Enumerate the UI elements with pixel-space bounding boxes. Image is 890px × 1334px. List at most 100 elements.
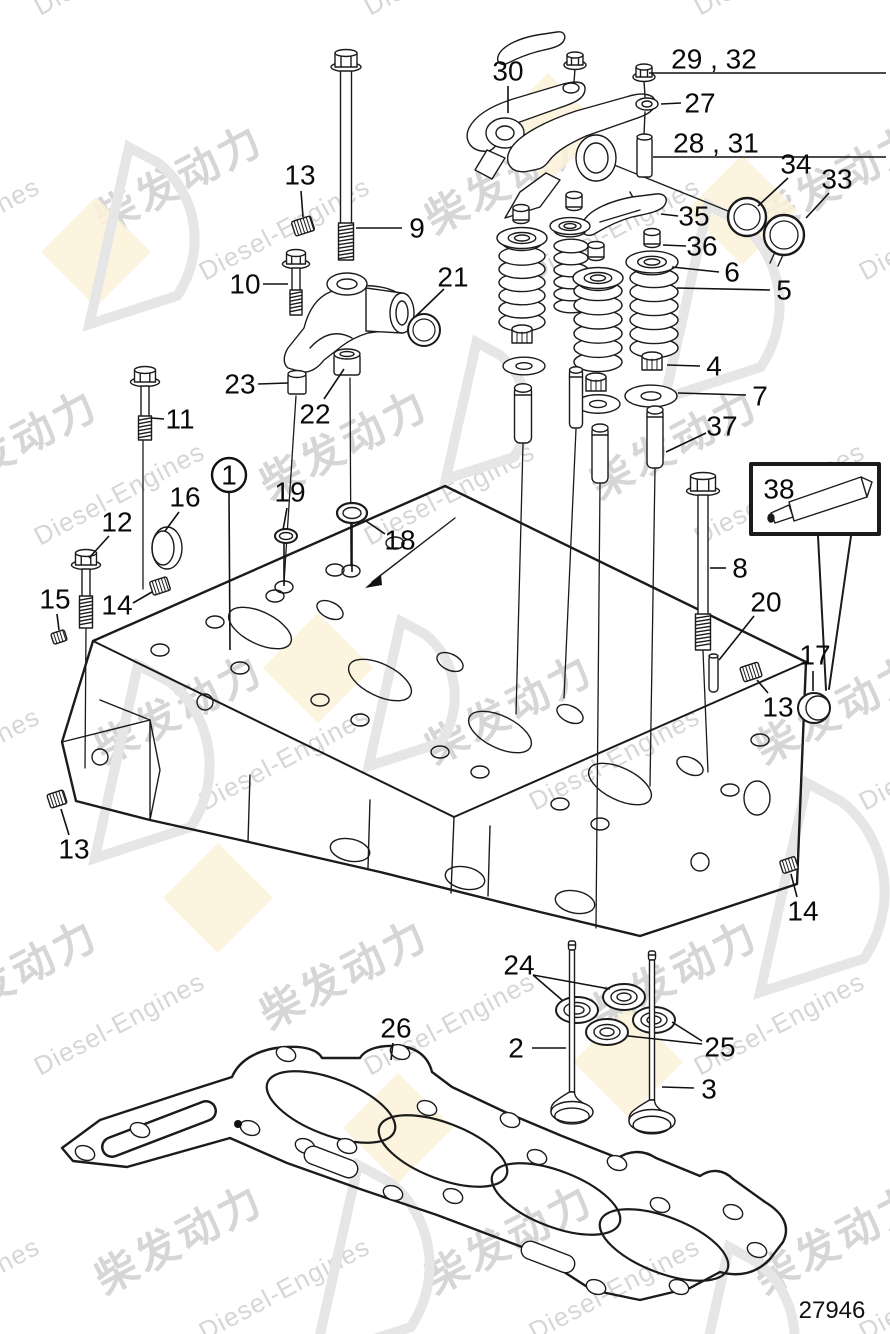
callout-label: 28 , 31 <box>673 128 759 159</box>
callout-label: 15 <box>39 584 70 615</box>
valve-seal-ring <box>585 1018 629 1046</box>
callout-label: 3 <box>701 1074 717 1105</box>
watermark-logo <box>682 1239 800 1334</box>
callout-3-36: 3 <box>661 1074 717 1105</box>
callout-label: 10 <box>229 269 260 300</box>
callout-9-7: 9 <box>356 213 425 244</box>
flange-bolt-11 <box>129 365 161 441</box>
callout-4-14: 4 <box>666 351 722 382</box>
screw-plug-13a <box>290 215 316 237</box>
watermark-cn-text: 柴发动力 <box>87 1175 272 1303</box>
screw-plug-14b <box>779 855 799 874</box>
callout-21-9: 21 <box>415 262 469 317</box>
callout-14-26: 14 <box>101 590 153 621</box>
valve-collet <box>585 372 607 392</box>
callout-label: 33 <box>821 164 852 195</box>
valve-stem-seal <box>643 227 661 249</box>
rocker-arm-assembly <box>466 31 667 237</box>
callout-13-32: 13 <box>58 808 90 865</box>
callout-36-11: 36 <box>662 231 718 262</box>
callout-33-5: 33 <box>805 164 853 219</box>
flange-bolt-12 <box>70 548 102 629</box>
callout-8-27: 8 <box>710 553 748 584</box>
bushing-22 <box>333 348 361 376</box>
valve-guide-37 <box>591 423 609 484</box>
callout-label: 14 <box>787 896 818 927</box>
valve-guide-37 <box>568 366 584 429</box>
spring-retainer <box>496 226 548 252</box>
valve-spring <box>629 267 679 359</box>
callout-label: 29 , 32 <box>671 44 757 75</box>
watermark-en-text: Diesel-Engines <box>194 1231 375 1334</box>
callout-label: 26 <box>380 1013 411 1044</box>
callout-25-35: 25 <box>627 1021 736 1063</box>
flange-bolt-10 <box>281 248 311 316</box>
callout-27-2: 27 <box>660 88 716 119</box>
fasteners-and-valvetrain <box>46 48 799 1135</box>
sealant-callout-box <box>749 462 881 691</box>
valve-stem-seal <box>565 190 583 212</box>
callout-label: 8 <box>732 553 748 584</box>
callout-18-24: 18 <box>351 520 416 572</box>
callout-26-37: 26 <box>380 1013 412 1061</box>
callout-23-17: 23 <box>224 369 289 400</box>
hex-nut-29-32 <box>632 63 656 83</box>
callout-13-6: 13 <box>284 160 316 218</box>
valve-guide-37 <box>513 383 533 444</box>
callout-label: 1 <box>221 460 237 491</box>
callout-19-23: 19 <box>274 477 306 586</box>
callout-label: 20 <box>750 587 781 618</box>
watermark-cn-text: 柴发动力 <box>0 910 107 1038</box>
dowel-pin-20 <box>708 653 719 693</box>
callout-label: 27 <box>684 88 715 119</box>
callout-20-28: 20 <box>718 587 782 661</box>
screw-plug-15 <box>50 629 68 645</box>
watermark-en-text: Diesel-Engines <box>194 701 375 816</box>
callout-label: 13 <box>58 834 89 865</box>
valve-seal-ring <box>555 996 599 1024</box>
callout-5-13: 5 <box>676 275 792 306</box>
callout-15-25: 15 <box>39 584 71 631</box>
callout-30-0: 30 <box>492 56 524 113</box>
valve-guide-37 <box>646 405 664 469</box>
seal-ring-18 <box>335 501 369 525</box>
watermark-diamond <box>262 612 374 724</box>
callout-label: 9 <box>409 213 425 244</box>
valve-spring <box>573 280 623 373</box>
head-gasket <box>60 1043 788 1302</box>
watermark-logo <box>87 657 215 866</box>
head-end-bore <box>743 780 771 816</box>
watermark-en-text: Diesel-Engines <box>0 171 45 286</box>
drawing-number: 27946 <box>798 1297 866 1324</box>
head-bolt-8 <box>685 471 721 651</box>
callout-38-38: 38 <box>763 474 794 505</box>
callout-17-29: 17 <box>799 640 831 691</box>
spring-seat-washer <box>502 356 546 376</box>
callout-28-31-3: 28 , 31 <box>653 128 886 159</box>
callout-label: 34 <box>780 149 811 180</box>
hex-nut-29-32 <box>563 51 587 71</box>
callout-label: 37 <box>706 411 737 442</box>
spring-retainer <box>572 266 624 292</box>
watermark-en-text: Diesel-Engines <box>359 0 540 21</box>
lock-ring-33 <box>762 213 806 267</box>
circlip-34 <box>726 196 768 238</box>
bushing-23 <box>287 369 307 395</box>
watermark-logo <box>82 139 200 332</box>
callout-label: 13 <box>762 692 793 723</box>
callout-label: 2 <box>508 1033 524 1064</box>
callout-label: 24 <box>503 950 534 981</box>
callout-label: 16 <box>169 482 200 513</box>
callout-label: 30 <box>492 56 523 87</box>
flange-bolt-9 <box>330 48 362 261</box>
watermark-en-text: Diesel-Engines <box>0 1231 45 1334</box>
callout-11-19: 11 <box>150 404 195 435</box>
callout-1-22: 1 <box>210 456 248 651</box>
cup-plug-17 <box>797 692 831 724</box>
watermark-en-text: Diesel-Engines <box>0 701 45 816</box>
watermark-en-text: Diesel-Engines <box>689 0 870 21</box>
callout-7-15: 7 <box>677 381 768 412</box>
